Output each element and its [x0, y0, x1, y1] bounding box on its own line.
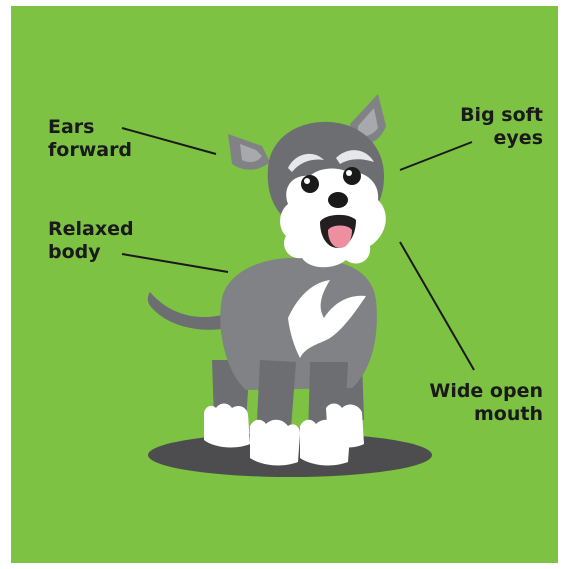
dog-eye-left-shine [304, 178, 310, 184]
dog-nose [328, 192, 348, 208]
dog-paw-front-left [250, 420, 300, 466]
label-ears-line2: forward [48, 139, 132, 162]
label-eyes: Big soft eyes [460, 104, 543, 150]
dog-paw-back-left [204, 404, 250, 448]
label-mouth: Wide open mouth [429, 380, 543, 426]
label-ears: Ears forward [48, 116, 132, 162]
label-mouth-line2: mouth [429, 403, 543, 426]
dog-paw-back-right [326, 404, 364, 448]
dog-eye-right [343, 167, 361, 185]
dog-eye-left [301, 175, 319, 193]
label-body-line1: Relaxed [48, 218, 134, 241]
dog-eye-right-shine [346, 170, 352, 176]
pointer-line-body [122, 254, 228, 272]
pointer-line-ears [122, 128, 216, 154]
pointer-line-mouth [400, 242, 474, 370]
label-mouth-line1: Wide open [429, 380, 543, 403]
label-eyes-line1: Big soft [460, 104, 543, 127]
label-body: Relaxed body [48, 218, 134, 264]
label-ears-line1: Ears [48, 116, 132, 139]
label-eyes-line2: eyes [460, 127, 543, 150]
label-body-line2: body [48, 241, 134, 264]
